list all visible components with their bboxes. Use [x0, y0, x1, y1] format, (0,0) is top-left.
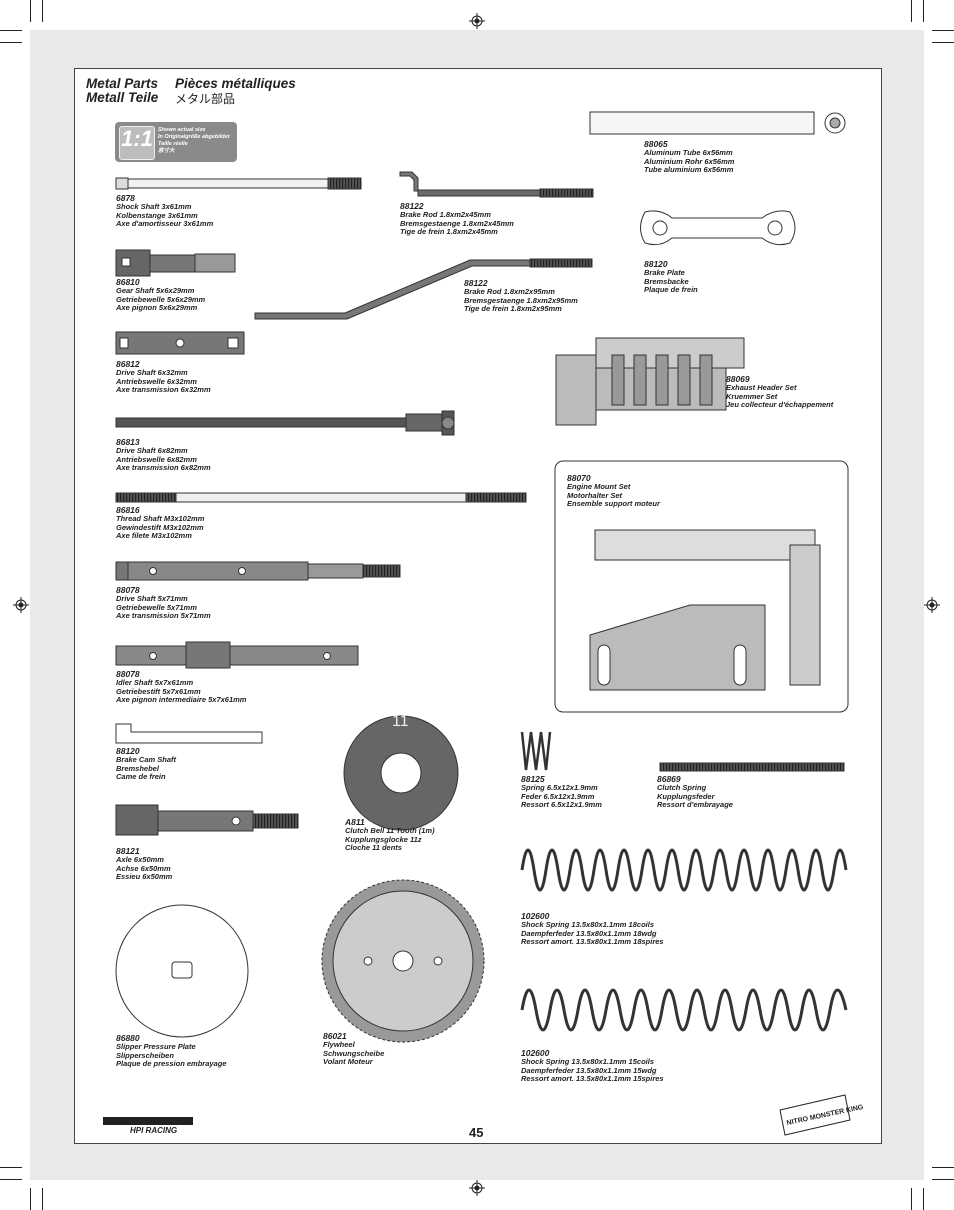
drive-shaft-5x71-icon — [115, 561, 401, 581]
drive-shaft-short-icon — [115, 331, 245, 355]
thread-shaft-icon — [115, 492, 527, 503]
clutch-bell-teeth-label: 11 — [392, 713, 409, 730]
page-number: 45 — [469, 1125, 484, 1140]
brake-rod-long-icon — [254, 258, 593, 320]
shock-shaft-icon — [115, 177, 362, 190]
gear-shaft-icon — [115, 249, 236, 277]
clutch-bell-icon — [343, 715, 459, 831]
badge-line: 原寸大 — [158, 148, 175, 154]
exhaust-header-icon — [555, 337, 745, 426]
title-en: Metal Parts — [86, 76, 159, 91]
title-fr: Pièces métalliques — [175, 76, 296, 91]
badge-line: In Originalgröße abgebildet — [158, 134, 230, 140]
brake-plate-icon — [640, 210, 796, 246]
brake-rod-short-icon — [399, 171, 594, 198]
axle-icon — [115, 804, 299, 836]
registration-mark-icon — [469, 13, 485, 29]
hpi-racing-logo — [103, 1117, 193, 1125]
shock-spring-18-icon — [520, 848, 848, 892]
actual-size-badge: 1:1 Shown actual size In Originalgröße a… — [115, 122, 237, 162]
nitro-monster-king-logo — [779, 1094, 851, 1136]
badge-line: Shown actual size — [158, 127, 206, 133]
scale-label: 1:1 — [121, 126, 153, 151]
idler-shaft-icon — [115, 641, 359, 669]
engine-mount-box — [554, 460, 849, 713]
registration-mark-icon — [469, 1180, 485, 1196]
slipper-plate-icon — [115, 904, 249, 1038]
shock-spring-15-icon — [520, 988, 848, 1032]
aluminum-tube-icon — [589, 111, 846, 135]
small-spring-icon — [520, 731, 552, 771]
drive-shaft-long-icon — [115, 410, 455, 436]
title-jp: メタル部品 — [175, 92, 236, 106]
registration-mark-icon — [924, 597, 940, 613]
flywheel-icon — [321, 879, 485, 1043]
hpi-logo-text: HPI RACING — [130, 1126, 178, 1135]
brake-cam-shaft-icon — [115, 723, 263, 744]
clutch-spring-icon — [659, 762, 845, 772]
title-de: Metall Teile — [86, 90, 159, 105]
registration-mark-icon — [13, 597, 29, 613]
badge-line: Taille réelle — [158, 141, 188, 147]
